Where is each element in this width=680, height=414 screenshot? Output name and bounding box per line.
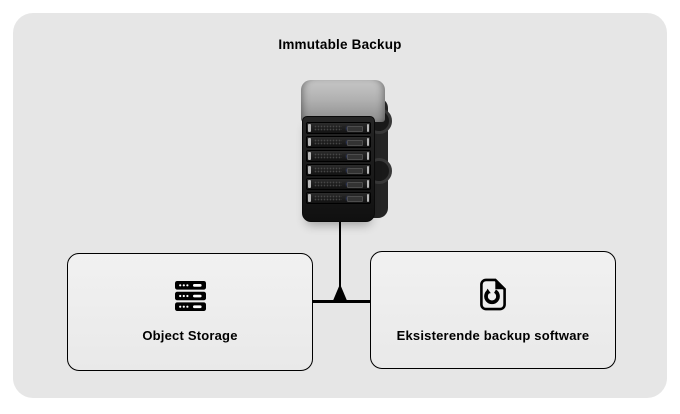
drive-bay-vents xyxy=(314,195,342,201)
node-backup-software: Eksisterende backup software xyxy=(370,251,616,369)
backup-software-icon xyxy=(480,278,506,311)
connector-horizontal-line xyxy=(311,300,372,303)
drive-bay-vents xyxy=(314,153,342,159)
diagram-title: Immutable Backup xyxy=(278,37,402,52)
drive-bay xyxy=(306,150,371,162)
drive-bay xyxy=(306,192,371,204)
drive-bay xyxy=(306,122,371,134)
object-storage-icon xyxy=(174,281,206,311)
drive-bay-vents xyxy=(314,181,342,187)
connector-vertical-line xyxy=(339,221,341,287)
node-object-storage: Object Storage xyxy=(67,253,313,371)
drive-bay-latch xyxy=(347,181,363,188)
server-drive-bays xyxy=(302,116,375,222)
server-top-chassis xyxy=(301,80,385,122)
drive-bay-latch xyxy=(347,125,363,132)
drive-bay-vents xyxy=(314,139,342,145)
drive-bay-latch xyxy=(347,139,363,146)
drive-bay-vents xyxy=(314,167,342,173)
drive-bay xyxy=(306,164,371,176)
node-backup-software-label: Eksisterende backup software xyxy=(396,327,590,343)
drive-bay-latch xyxy=(347,153,363,160)
drive-bay xyxy=(306,178,371,190)
drive-bay-latch xyxy=(347,195,363,202)
immutable-backup-server-image xyxy=(301,80,392,222)
drive-bay-vents xyxy=(314,125,342,131)
node-object-storage-label: Object Storage xyxy=(142,328,238,343)
drive-bay xyxy=(306,136,371,148)
drive-bay-latch xyxy=(347,167,363,174)
connector-arrowhead xyxy=(332,284,348,303)
